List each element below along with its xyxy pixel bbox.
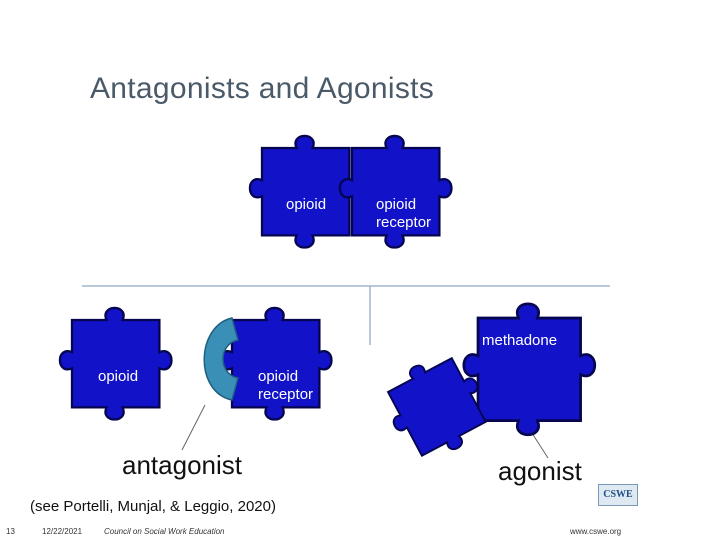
agonist-opioid-label: opioid (398, 455, 439, 472)
slide-number: 13 (6, 527, 15, 536)
antagonist-opioid-label: opioid (98, 368, 139, 385)
footer: 13 12/22/2021 Council on Social Work Edu… (0, 520, 720, 540)
top-opioid-label: opioid (286, 196, 327, 213)
agonist-receptor-label-text: opioid receptor (594, 368, 650, 403)
top-receptor-label: opioid receptor (376, 196, 431, 232)
methadone-label: methadone (482, 332, 558, 349)
footer-url: www.cswe.org (570, 527, 622, 536)
agonist-caption: agonist (498, 456, 582, 486)
antagonist-opioid-piece (58, 306, 173, 421)
antagonist-receptor-label-text: opioid receptor (258, 368, 314, 403)
agonist-receptor-piece (462, 302, 597, 437)
slide-title: Antagonists and Agonists (90, 72, 435, 105)
footer-organization: Council on Social Work Education (104, 527, 225, 536)
agonist-receptor-label: opioid receptor (594, 368, 649, 404)
footer-date: 12/22/2021 (42, 527, 83, 536)
citation: (see Portelli, Munjal, & Leggio, 2020) (30, 498, 276, 515)
cswe-logo: CSWE (598, 484, 638, 506)
antagonist-receptor-label: opioid receptor (258, 368, 313, 404)
antagonist-blocker-shape (203, 317, 239, 401)
top-receptor-label-text: opioid receptor (376, 196, 432, 231)
antagonist-caption: antagonist (122, 450, 242, 480)
